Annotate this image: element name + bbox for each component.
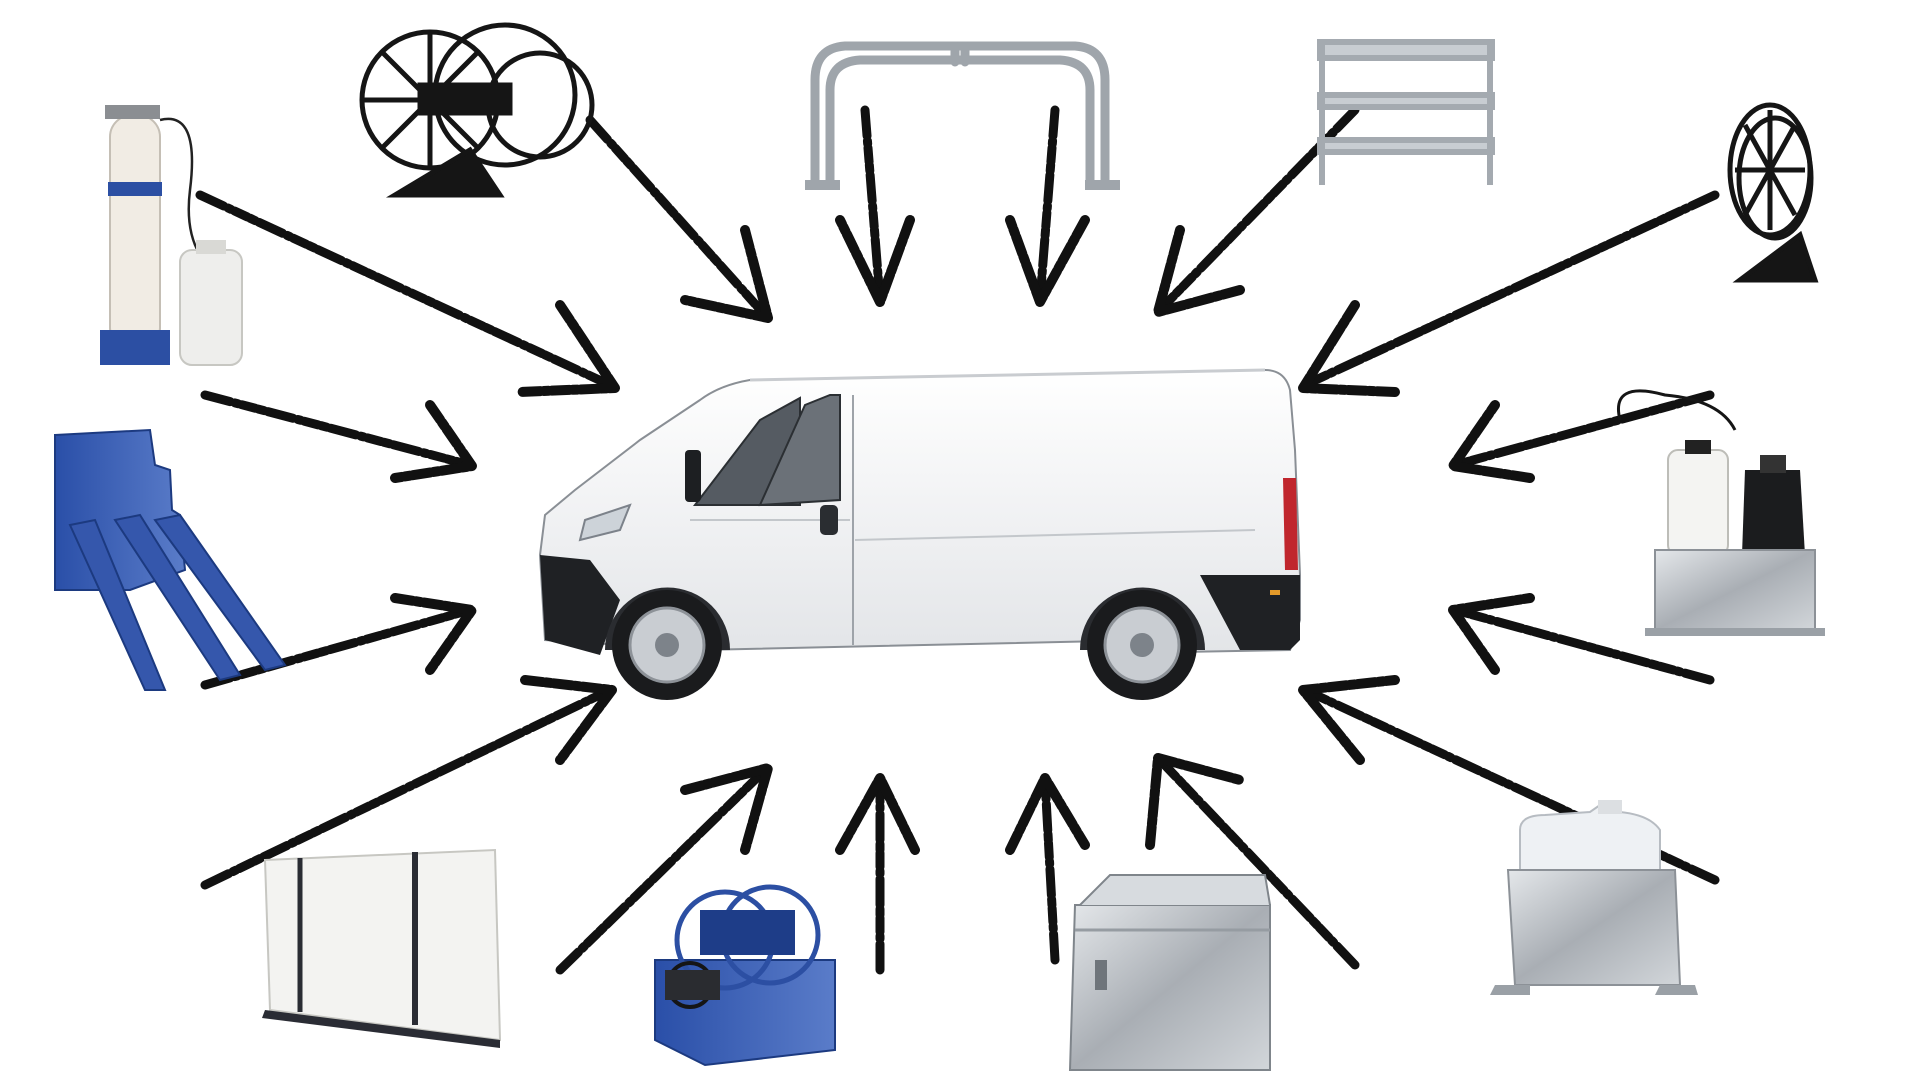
cargo-van [538, 368, 1301, 700]
arrow-ramp-upper [200, 390, 477, 483]
water-filter-icon [100, 105, 243, 366]
arrow-tank [200, 675, 617, 890]
arrow-reel-bottom [555, 763, 773, 975]
arrow-filter [195, 190, 620, 397]
van-headlight [578, 503, 632, 542]
arrow-reel-top [585, 115, 773, 323]
arrow-reel-right [1298, 190, 1720, 397]
water-tank-icon [262, 848, 502, 1048]
arrow-rack-left [835, 105, 915, 307]
van-front-wheel [612, 590, 722, 700]
canister-holder-icon [1490, 800, 1698, 995]
hose-reel-right-icon [1727, 102, 1819, 283]
van-side-window [758, 394, 841, 507]
arrow-ramp-lower [200, 593, 477, 690]
arrow-rack-right [1005, 105, 1090, 307]
arrow-steel-box [1145, 753, 1360, 970]
shelf-frame-icon [1317, 39, 1495, 185]
steel-box-icon [1068, 874, 1271, 1071]
arrow-sprayer-upper [1448, 390, 1715, 483]
sprayer-holder-icon [1617, 389, 1825, 636]
pump-reel-icon [654, 884, 836, 1067]
arrow-bottom-center-right [1005, 773, 1090, 965]
van-door-handle [820, 505, 838, 535]
hose-reel-icon [359, 22, 595, 198]
van-front-bumper [540, 555, 620, 655]
tube-rack-icon [805, 41, 1120, 190]
van-tail-light [1283, 478, 1298, 570]
arrow-bottom-center-left [835, 773, 920, 975]
arrow-sprayer-lower [1448, 593, 1715, 685]
ramp-icon [54, 428, 287, 691]
van-rear-wheel [1087, 590, 1197, 700]
van-mirror [685, 450, 701, 502]
